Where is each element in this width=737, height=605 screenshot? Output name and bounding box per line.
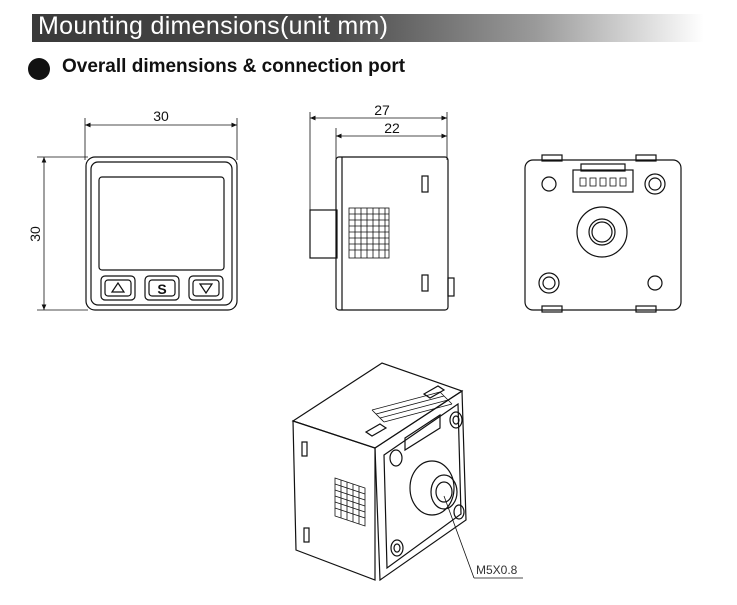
down-button [188, 275, 224, 301]
front-view: 30 30 S [27, 108, 238, 311]
header-bar [32, 14, 704, 42]
rear-view [524, 154, 682, 313]
isometric-view: M5X0.8 [291, 362, 523, 582]
front-width-label: 30 [153, 108, 169, 124]
set-button [144, 275, 180, 301]
front-height-label: 30 [27, 226, 43, 242]
side-total-depth-label: 27 [374, 102, 390, 118]
section-subtitle: Overall dimensions & connection port [62, 56, 406, 77]
bullet-icon [28, 58, 50, 80]
side-body-depth-label: 22 [384, 120, 400, 136]
set-button-label: S [157, 281, 166, 297]
port-thread-label: M5X0.8 [476, 563, 518, 577]
side-view: 27 22 [309, 102, 455, 311]
up-button [100, 275, 136, 301]
page-title: Mounting dimensions(unit mm) [38, 12, 389, 40]
